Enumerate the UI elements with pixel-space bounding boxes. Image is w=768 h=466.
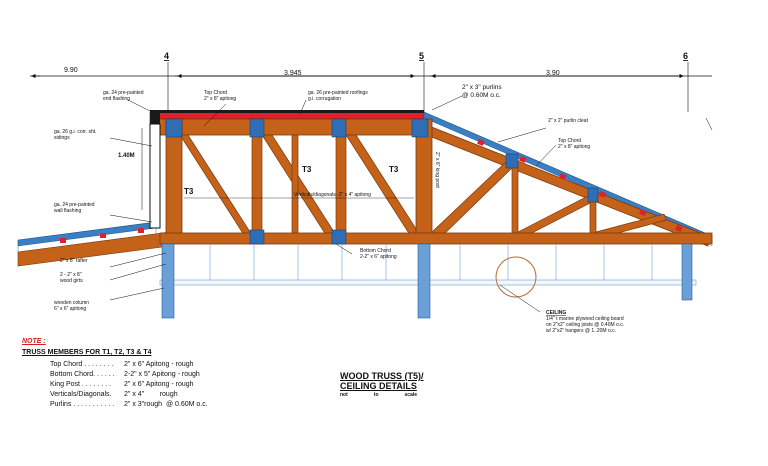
note-member: Verticals/Diagonals. [50, 391, 112, 398]
note-spec: 2-2" x 5" Apitong - rough [124, 371, 200, 378]
bottom-chord [159, 232, 713, 245]
purlins-label-1: 2" x 3" purlins [462, 84, 502, 91]
top-chord-label-2: 2" x 8" apitong [204, 96, 236, 102]
note-row: Top Chord . . . . . . . . 2" x 6" Apitong… [50, 361, 208, 368]
wall-flashing-label-1: ga. 24 pre-painted [54, 202, 95, 208]
roofing-label-2: g.i. corrugation [308, 96, 341, 102]
roofing-label-1: ga. 26 pre-painted roofings [308, 90, 368, 96]
rafter-label: 2" x 8" rafter [60, 258, 88, 264]
dim-mid: 3.945 [284, 70, 302, 77]
top-chord-label-1: Top Chord [204, 90, 227, 96]
left-roof-sheet [17, 221, 171, 267]
top-chord-right-label-1: Top Chord [558, 138, 581, 144]
bottom-chord-label-1: Bottom Chord [360, 248, 391, 254]
note-row: Verticals/Diagonals. 2" x 4" rough [50, 391, 208, 398]
note-row: Bottom Chord. . . . . . 2-2" x 5" Apitong… [50, 371, 208, 378]
wall-height-label: 1.40M [118, 153, 135, 159]
gridline-4-label: 4 [164, 51, 169, 61]
note-row: King Post . . . . . . . . 2" x 6" Apitong… [50, 381, 208, 388]
end-flashing-label-2: end flashing [103, 96, 130, 102]
note-spec: 2" x 4" rough [124, 391, 178, 398]
column-label-2: 6" x 6" apitong [54, 306, 86, 312]
wall-flashing-label-2: wall flashing [54, 208, 81, 214]
verticals-label: Verticals/diagonals -2" x 4" apitong [294, 192, 371, 198]
t3-label-c: T3 [389, 165, 399, 174]
girts-label-1: 2 - 2" x 8" [60, 272, 82, 278]
gridlines [167, 62, 689, 112]
scale-to: to [373, 392, 379, 398]
siding-label-1: ga. 26 g.i. corr. sht. [54, 129, 97, 135]
ceiling-label-1: 1/4" t marine plywood ceiling board [546, 316, 624, 322]
edge-tick [705, 117, 713, 131]
drawing-title-line1: WOOD TRUSS (T5)/ [340, 371, 424, 381]
truss-notes: NOTE : TRUSS MEMBERS FOR T1, T2, T3 & T4… [22, 338, 208, 411]
purlins-label-2: @ 0.60M o.c. [462, 92, 501, 99]
note-spec: 2" x 6" Apitong - rough [124, 361, 194, 368]
note-subtitle: TRUSS MEMBERS FOR T1, T2, T3 & T4 [22, 349, 152, 356]
note-title: NOTE : [22, 338, 46, 345]
gusset-plates [165, 118, 599, 245]
gridline-6-label: 6 [683, 51, 688, 61]
columns [161, 243, 693, 319]
bottom-chord-label-2: 2-2" x 6" apitong [360, 254, 397, 260]
note-member: Bottom Chord. . . . . . [50, 371, 115, 378]
girts-label-2: wood girts [60, 278, 83, 284]
scale-not: not [340, 392, 348, 398]
left-siding [149, 123, 161, 229]
note-spec: 2" x 6" Apitong - rough [124, 381, 194, 388]
note-row: Purlins . . . . . . . . . . . 2" x 3"roug… [50, 401, 208, 408]
ceiling-label-2: on 2"x2" ceiling joists @ 0.40M o.c. [546, 322, 624, 328]
note-member: Purlins . . . . . . . . . . . [50, 401, 115, 408]
note-spec: 2" x 3"rough @ 0.60M o.c. [124, 401, 208, 408]
gridline-5-label: 5 [419, 51, 424, 61]
flat-roof [149, 110, 425, 136]
column-label-1: wooden column [54, 300, 89, 306]
king-post-label: 2" x 6" king post [434, 152, 440, 188]
t3-label-b: T3 [302, 165, 312, 174]
left-truss-webs [179, 134, 421, 236]
note-member: King Post . . . . . . . . [50, 381, 112, 388]
top-chord-right-label-2: 2" x 8" apitong [558, 144, 590, 150]
drawing-title-block: WOOD TRUSS (T5)/ CEILING DETAILS not to … [340, 371, 424, 398]
scale-scale: scale [404, 392, 418, 398]
end-flashing-label-1: ga. 24 pre-painted [103, 90, 144, 96]
scale-note: not to scale [340, 392, 424, 398]
drawing-title-line2: CEILING DETAILS [340, 381, 417, 391]
purlin-cleat-label: 2" x 2" purlin cleat [548, 118, 589, 124]
ceiling-title: CEILING [546, 310, 566, 316]
dim-right: 3.90 [546, 70, 560, 77]
ceiling-label-3: w/ 2"x2" hangers @ 1..20M o.c. [546, 328, 616, 334]
note-member: Top Chord . . . . . . . . [50, 361, 114, 368]
siding-label-2: sidings [54, 135, 70, 141]
t3-label-a: T3 [184, 187, 194, 196]
leader-lines [109, 95, 557, 313]
right-roof [423, 111, 713, 247]
dim-left: 9.90 [64, 67, 78, 74]
